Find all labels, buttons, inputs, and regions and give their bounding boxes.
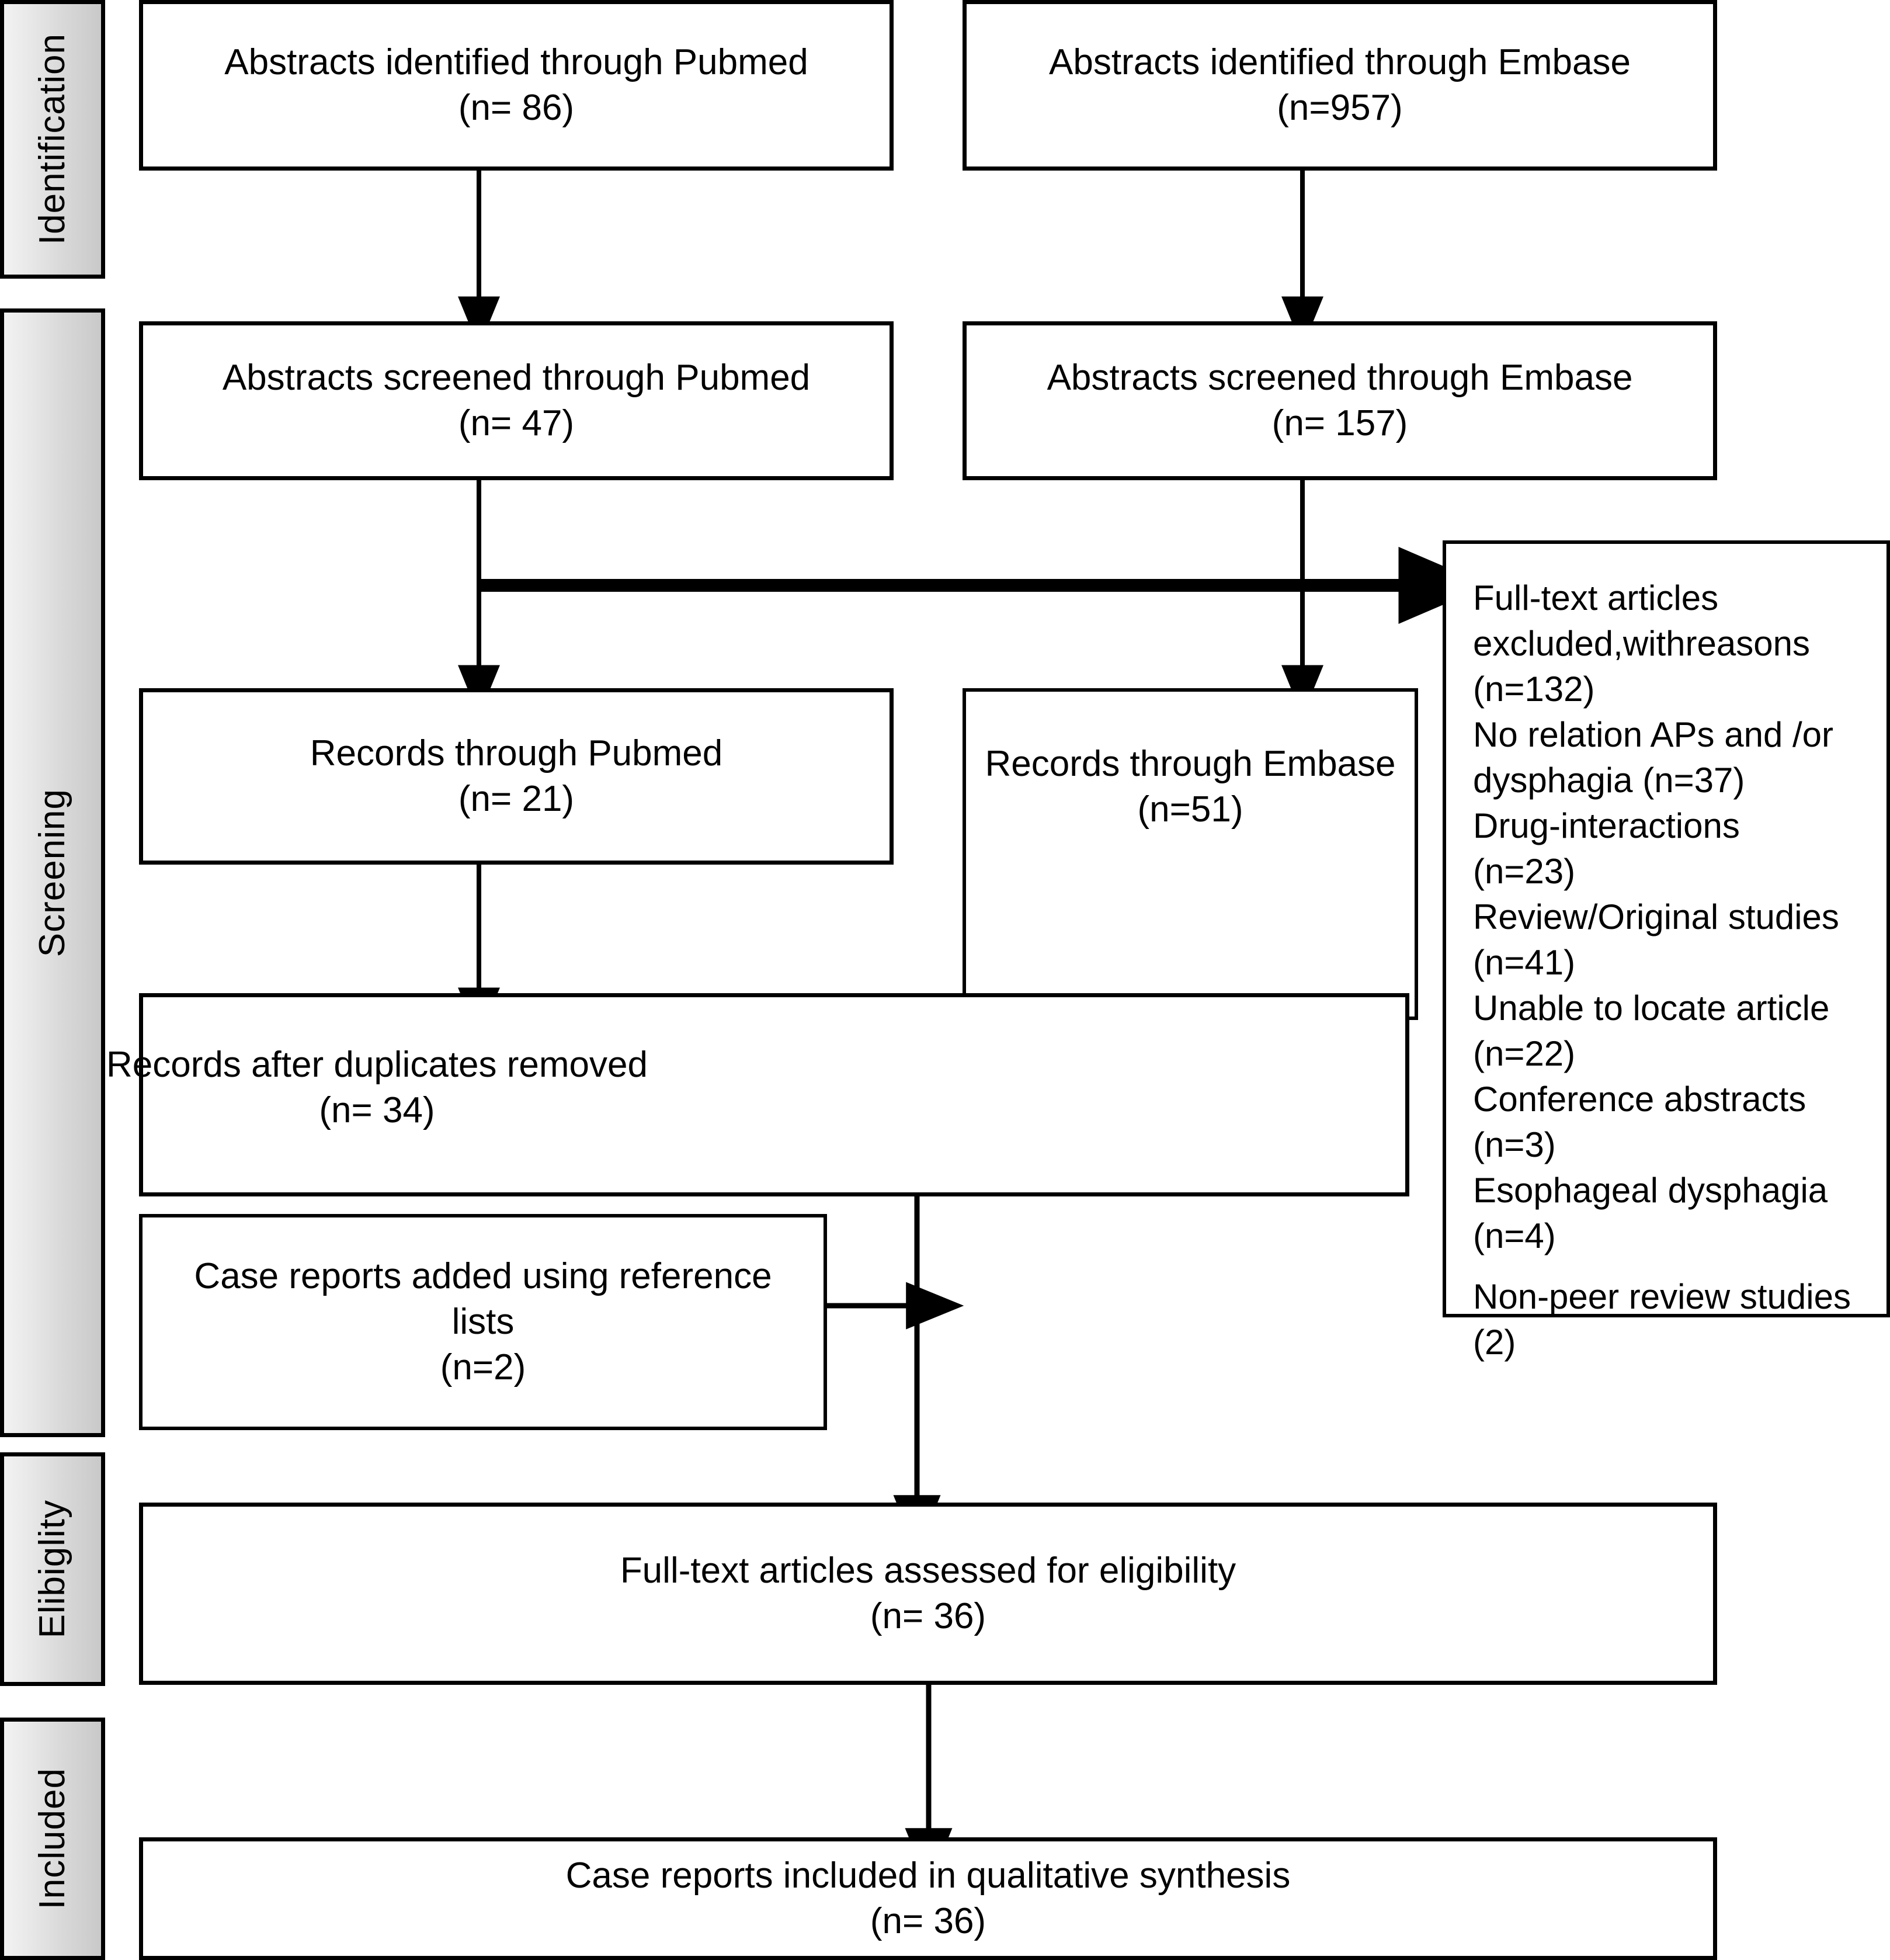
- exclusion-reasons-box: Full-text articles excluded,withreasons …: [1443, 540, 1890, 1362]
- exclusion-line-7: Non-peer review studies (2): [1473, 1277, 1851, 1362]
- node-pubmed-screened: Abstracts screened through Pubmed (n= 47…: [139, 321, 894, 480]
- stage-tab-included: Included: [0, 1718, 105, 1960]
- node-embase-records: Records through Embase (n=51): [963, 688, 1418, 1020]
- exclusion-line-6: Esophageal dysphagia (n=4): [1473, 1171, 1828, 1255]
- exclusion-line-4: Unable to locate article (n=22): [1473, 988, 1830, 1073]
- stage-tab-identification: Identification: [0, 0, 105, 279]
- node-pubmed-records: Records through Pubmed (n= 21): [139, 688, 894, 865]
- node-embase-identified-text: Abstracts identified through Embase (n=9…: [1049, 41, 1631, 128]
- node-duplicates-removed-text: Records after duplicates removed (n= 34): [106, 1044, 648, 1130]
- node-included-synthesis-text: Case reports included in qualitative syn…: [565, 1855, 1291, 1941]
- node-included-synthesis: Case reports included in qualitative syn…: [139, 1837, 1717, 1960]
- node-fulltext-assessed-text: Full-text articles assessed for eligibil…: [620, 1550, 1236, 1636]
- stage-tab-eligibility: Elibiglity: [0, 1452, 105, 1686]
- node-embase-screened-text: Abstracts screened through Embase (n= 15…: [1047, 357, 1633, 443]
- exclusion-line-1: No relation APs and /or dysphagia (n=37): [1473, 715, 1834, 800]
- node-fulltext-assessed: Full-text articles assessed for eligibil…: [139, 1503, 1717, 1685]
- node-pubmed-identified-text: Abstracts identified through Pubmed (n= …: [224, 41, 808, 128]
- node-duplicates-removed: Records after duplicates removed (n= 34): [106, 993, 1409, 1196]
- node-pubmed-screened-text: Abstracts screened through Pubmed (n= 47…: [222, 357, 811, 443]
- node-pubmed-records-text: Records through Pubmed (n= 21): [310, 733, 723, 819]
- exclusion-line-2: Drug-interactions (n=23): [1473, 806, 1740, 891]
- stage-tab-screening: Screening: [0, 308, 105, 1437]
- stage-tab-screening-label: Screening: [32, 788, 72, 958]
- stage-tab-identification-label: Identification: [32, 33, 72, 245]
- node-embase-records-text: Records through Embase (n=51): [985, 743, 1396, 830]
- exclusion-line-3: Review/Original studies (n=41): [1473, 897, 1839, 982]
- stage-tab-eligibility-label: Elibiglity: [32, 1500, 72, 1639]
- node-case-reports-added: Case reports added using reference lists…: [139, 1214, 827, 1430]
- node-embase-identified: Abstracts identified through Embase (n=9…: [963, 0, 1717, 171]
- stage-tab-included-label: Included: [32, 1768, 72, 1910]
- node-embase-screened: Abstracts screened through Embase (n= 15…: [963, 321, 1717, 480]
- exclusion-line-0: Full-text articles excluded,withreasons …: [1473, 578, 1811, 709]
- node-pubmed-identified: Abstracts identified through Pubmed (n= …: [139, 0, 894, 171]
- node-case-reports-added-text: Case reports added using reference lists…: [194, 1255, 772, 1388]
- exclusion-line-5: Conference abstracts (n=3): [1473, 1080, 1806, 1164]
